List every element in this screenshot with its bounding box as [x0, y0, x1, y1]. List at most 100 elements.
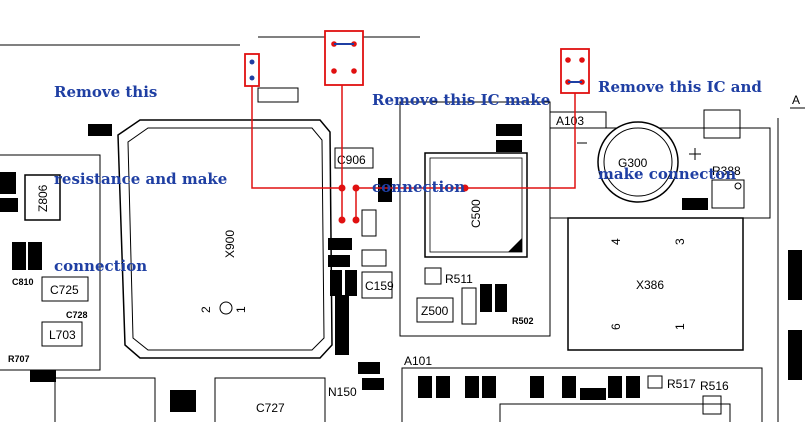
a101-pad-10 — [647, 375, 663, 389]
annotation-resistance-line3: connection — [54, 257, 148, 275]
ic-middle-pad-3 — [331, 68, 337, 74]
passive-13 — [496, 124, 522, 136]
c725-box — [41, 276, 89, 302]
c500-chip — [424, 152, 528, 258]
annotation-ic-middle-line1: Remove this IC make — [372, 91, 551, 109]
resistance-highlight — [244, 53, 260, 87]
passive-14 — [496, 140, 522, 152]
annotation-ic-right-line2: make connecton — [598, 165, 737, 183]
c159-box — [361, 271, 393, 299]
trace-resistance — [251, 84, 342, 189]
a103-label: A103 — [556, 114, 584, 128]
trace-junction-4 — [338, 216, 346, 224]
x900-top-tab — [257, 87, 299, 103]
passive-7 — [378, 178, 392, 202]
a101-label: A101 — [404, 354, 432, 368]
c500-pin1-marker — [508, 238, 522, 252]
passive-3 — [330, 270, 342, 296]
trace-junction-5 — [352, 216, 360, 224]
ic-right-pad-1 — [565, 57, 571, 63]
r707-label: R707 — [8, 354, 30, 364]
c159-label: C159 — [365, 279, 394, 293]
small-pad-left-6 — [30, 370, 56, 382]
annotation-ic-right-line1: Remove this IC and — [598, 78, 762, 96]
passive-5 — [361, 249, 387, 267]
z500-label: Z500 — [421, 304, 449, 318]
trace-junction-1 — [338, 184, 346, 192]
x386-label: X386 — [636, 278, 664, 292]
r502-label: R502 — [512, 316, 534, 326]
passive-9 — [358, 362, 380, 374]
x386-component — [567, 217, 744, 351]
x900-inner — [127, 127, 325, 351]
n150-label: N150 — [328, 385, 357, 399]
g300-cell-inner — [603, 127, 673, 197]
a101-pad-3 — [465, 376, 479, 398]
passive-1 — [328, 238, 352, 250]
passive-11 — [480, 284, 492, 312]
passive-8 — [335, 295, 349, 355]
r388-dot — [734, 182, 742, 190]
annotation-resistance-line1: Remove this — [54, 83, 158, 101]
a101-region — [401, 367, 763, 422]
resistance-pad-top — [249, 59, 255, 65]
passive-4 — [345, 270, 357, 296]
g300-label: G300 — [618, 156, 648, 170]
x386-pin3: 3 — [673, 238, 687, 245]
l703-box — [41, 321, 83, 347]
a101-pad-6 — [562, 376, 576, 398]
passive-6 — [361, 209, 377, 237]
annotation-resistance-line2: resistance and make — [54, 170, 228, 188]
small-pad-left-4 — [28, 242, 42, 270]
edge-a-label: A — [792, 93, 800, 107]
annotation-ic-middle: Remove this IC make connection — [372, 28, 550, 231]
trace-junction-2 — [352, 184, 360, 192]
g300-clip — [703, 109, 741, 139]
annotation-ic-middle-line2: connection — [372, 178, 466, 196]
resistance-pad-bottom — [249, 75, 255, 81]
passive-10 — [362, 378, 384, 390]
a101-pad-8 — [608, 376, 622, 398]
r517-label: R517 — [667, 377, 696, 391]
passive-15 — [682, 198, 708, 210]
r516-label: R516 — [700, 379, 729, 393]
c500-region — [399, 101, 551, 337]
c500-chip-inner — [429, 157, 523, 253]
x900-pin-marker — [219, 301, 233, 315]
edge-pad-1 — [788, 250, 802, 300]
a101-chip — [499, 403, 731, 422]
x900-pin2: 2 — [199, 306, 213, 313]
c906-box — [334, 147, 374, 169]
r511-pad — [424, 267, 442, 285]
trace-junction-3 — [461, 184, 469, 192]
c727-pad-left — [170, 390, 196, 412]
r511-label: R511 — [445, 272, 473, 286]
c727-box — [214, 377, 326, 422]
c725-label: C725 — [50, 283, 79, 297]
small-pad-left-5 — [88, 124, 112, 136]
x386-pin1: 1 — [673, 323, 687, 330]
a101-pad-7 — [580, 388, 606, 400]
l703-label: L703 — [49, 328, 76, 342]
c810-label: C810 — [12, 277, 34, 287]
passive-2 — [328, 255, 350, 267]
c727-label: C727 — [256, 401, 285, 415]
ic-right-pad-2 — [579, 57, 585, 63]
annotation-ic-right: Remove this IC and make connecton — [598, 15, 762, 218]
ic-middle-highlight — [324, 30, 364, 86]
passive-12 — [495, 284, 507, 312]
c906-label: C906 — [337, 153, 366, 167]
c504-pad — [461, 287, 477, 325]
z500-box — [416, 297, 454, 323]
x900-label: X900 — [223, 230, 237, 258]
small-pad-left-2 — [0, 198, 18, 212]
small-pad-left-3 — [12, 242, 26, 270]
x900-pin1: 1 — [234, 306, 248, 313]
r388-box — [711, 179, 745, 209]
x900-component — [117, 119, 333, 359]
ic-right-highlight — [560, 48, 590, 94]
annotation-resistance: Remove this resistance and make connecti… — [54, 20, 227, 310]
c500-label: C500 — [469, 199, 483, 228]
x386-pin4: 4 — [609, 238, 623, 245]
